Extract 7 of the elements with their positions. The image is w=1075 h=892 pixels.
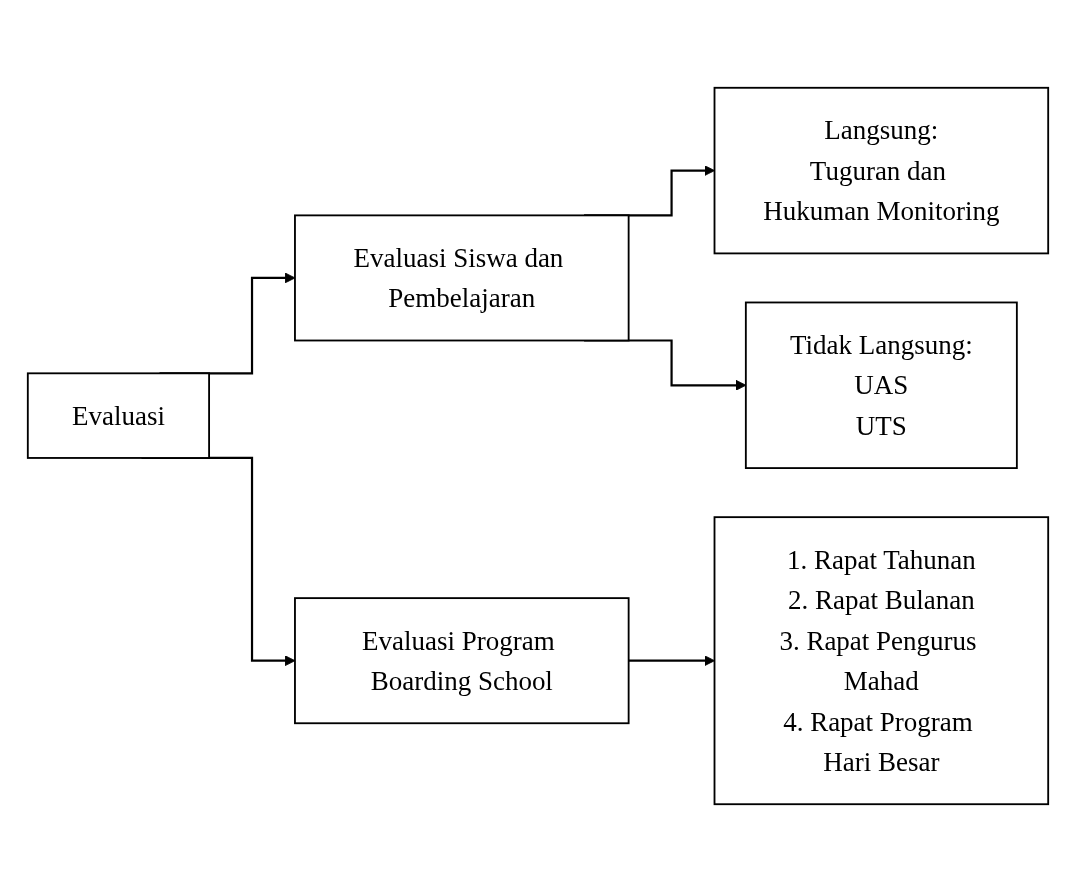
node-box: Langsung: Tuguran dan Hukuman Monitoring bbox=[713, 86, 1049, 255]
node-box: Evaluasi Program Boarding School bbox=[293, 597, 630, 725]
node-box: Evaluasi Siswa dan Pembelajaran bbox=[293, 214, 630, 342]
node-box: Tidak Langsung: UAS UTS bbox=[744, 301, 1018, 469]
node-box: Evaluasi bbox=[26, 372, 210, 459]
arrow bbox=[628, 655, 715, 667]
node-box: 1. Rapat Tahunan 2. Rapat Bulanan 3. Rapat Pengurus Mahad 4. Rapat Program Hari Besar bbox=[713, 516, 1049, 806]
